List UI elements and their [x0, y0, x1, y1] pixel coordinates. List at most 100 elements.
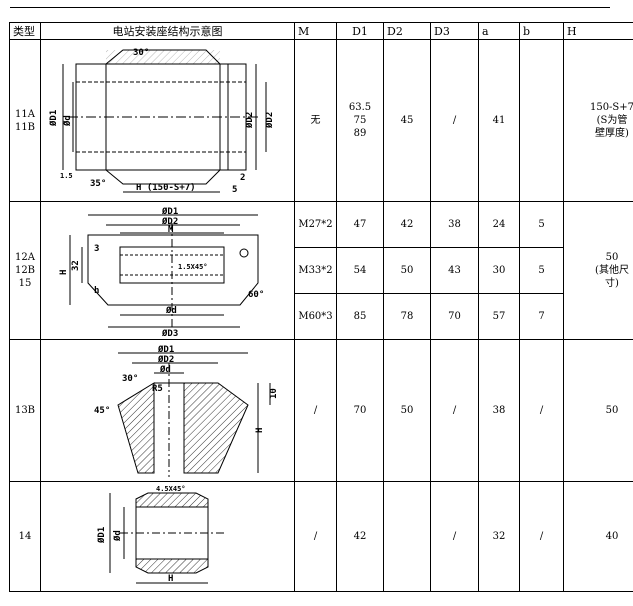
label-small-d: Ød	[165, 305, 177, 316]
mount-diagram-14: 4.5X45° ØD1 Ød H	[96, 485, 224, 584]
m-cell: 无	[294, 39, 337, 202]
label-d1: ØD1	[96, 526, 107, 543]
d1-cell: 70	[336, 339, 384, 482]
label-d1: ØD1	[48, 109, 59, 126]
diagram-cell: ØD1 ØD2 Ød R5 30° 45° 10 H	[40, 339, 295, 482]
label-d3: ØD3	[161, 328, 178, 337]
d3-cell: /	[430, 481, 479, 592]
h-cell: 50	[563, 339, 633, 482]
h-cell: 40	[563, 481, 633, 592]
col-a: a	[478, 22, 520, 40]
label-angle-45: 45°	[94, 406, 110, 416]
m-cell: M33*2	[294, 247, 337, 294]
label-dim-15: 1.5	[60, 172, 73, 180]
label-d1: ØD1	[157, 344, 174, 355]
type-cell: 12A 12B 15	[9, 201, 41, 340]
label-angle-top: 30°	[133, 48, 149, 58]
type-cell: 14	[9, 481, 41, 592]
diagram-cell: 30° 35° ØD1 Ød ØD2 ØD2 2 5 1.5 H (150-S+…	[40, 39, 295, 202]
d1-cell: 42	[336, 481, 384, 592]
label-d: Ød	[62, 115, 73, 127]
d3-cell: /	[430, 39, 479, 202]
a-cell: 41	[478, 39, 520, 202]
label-d2: ØD2	[161, 216, 178, 227]
d1-cell: 63.5 75 89	[336, 39, 384, 202]
label-d2-a: ØD2	[244, 111, 255, 128]
label-dim-h: H	[255, 427, 265, 432]
label-32: 32	[71, 260, 81, 271]
diagram-cell: ØD1 ØD2 M H 32 3 h 1.5X45° 60° Ød ØD3	[40, 201, 295, 340]
mount-diagram-11: 30° 35° ØD1 Ød ØD2 ØD2 2 5 1.5 H (150-S+…	[48, 48, 275, 195]
h-cell: 50 (其他尺 寸)	[563, 201, 633, 340]
col-d3: D3	[430, 22, 479, 40]
col-h: H	[563, 22, 633, 40]
d1-cell: 85	[336, 293, 384, 340]
label-r5: R5	[152, 384, 163, 394]
a-cell: 30	[478, 247, 520, 294]
type-cell: 13B	[9, 339, 41, 482]
d2-cell: 42	[383, 201, 431, 248]
col-m: M	[294, 22, 337, 40]
b-cell	[519, 39, 564, 202]
table-row: 12A 12B 15	[9, 201, 633, 340]
d1-cell: 54	[336, 247, 384, 294]
header-row: 类型 电站安装座结构示意图 M D1 D2 D3 a b H	[9, 22, 633, 40]
label-d: Ød	[112, 530, 123, 542]
label-d2-b: ØD2	[264, 111, 275, 128]
col-d2: D2	[383, 22, 431, 40]
label-d1: ØD1	[161, 206, 178, 217]
d3-cell: /	[430, 339, 479, 482]
diagram-cell: 4.5X45° ØD1 Ød H	[40, 481, 295, 592]
label-m: M	[168, 225, 174, 235]
mount-diagram-13: ØD1 ØD2 Ød R5 30° 45° 10 H	[94, 344, 279, 477]
label-angle-bottom: 35°	[90, 179, 106, 189]
label-d: Ød	[159, 364, 171, 375]
label-chamfer: 4.5X45°	[156, 485, 186, 493]
mount-diagram-12: ØD1 ØD2 M H 32 3 h 1.5X45° 60° Ød ØD3	[59, 206, 264, 337]
d2-cell: 78	[383, 293, 431, 340]
a-cell: 57	[478, 293, 520, 340]
a-cell: 32	[478, 481, 520, 592]
d3-cell: 70	[430, 293, 479, 340]
label-h: H	[59, 269, 69, 274]
label-angle: 60°	[248, 290, 264, 300]
col-type: 类型	[9, 22, 41, 40]
m-cell: M27*2	[294, 201, 337, 248]
d3-cell: 38	[430, 201, 479, 248]
a-cell: 24	[478, 201, 520, 248]
b-cell: 7	[519, 293, 564, 340]
label-dim-h: H	[168, 574, 173, 584]
table-row: 14	[9, 481, 633, 592]
label-dim-5: 5	[232, 185, 237, 195]
b-cell: 5	[519, 201, 564, 248]
d3-cell: 43	[430, 247, 479, 294]
table-row: 13B	[9, 339, 633, 482]
m-cell: M60*3	[294, 293, 337, 340]
m-cell: /	[294, 481, 337, 592]
d2-cell: 50	[383, 247, 431, 294]
spec-table: 类型 电站安装座结构示意图 M D1 D2 D3 a b H 11A 11B	[9, 22, 633, 592]
h-cell: 150-S+7 (S为管 壁厚度)	[563, 39, 633, 202]
label-dim-2: 2	[240, 173, 245, 183]
d2-cell: 50	[383, 339, 431, 482]
d2-cell	[383, 481, 431, 592]
d2-cell: 45	[383, 39, 431, 202]
type-cell: 11A 11B	[9, 39, 41, 202]
b-cell: /	[519, 339, 564, 482]
top-rule	[10, 7, 610, 8]
label-d2: ØD2	[157, 354, 174, 365]
d1-cell: 47	[336, 201, 384, 248]
label-chamfer: 1.5X45°	[178, 263, 208, 271]
a-cell: 38	[478, 339, 520, 482]
table-row: M60*3 85 78 70 57 7	[10, 293, 633, 340]
b-cell: /	[519, 481, 564, 592]
table-row: 11A 11B	[9, 39, 633, 202]
b-cell: 5	[519, 247, 564, 294]
label-small-h: h	[94, 286, 99, 296]
label-dim-h: H (150-S+7)	[136, 183, 196, 193]
label-angle-30: 30°	[122, 374, 138, 384]
label-dim-10: 10	[269, 388, 279, 399]
col-b: b	[519, 22, 564, 40]
col-d1: D1	[336, 22, 384, 40]
col-diagram: 电站安装座结构示意图	[40, 22, 295, 40]
